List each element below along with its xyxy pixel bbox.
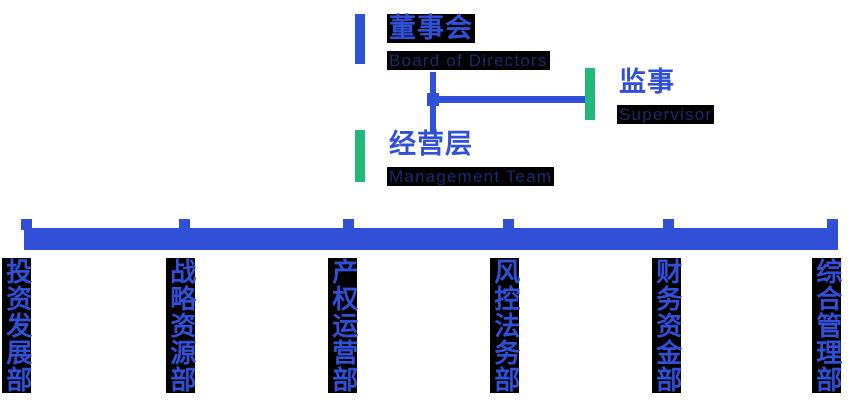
department-label[interactable]: 风控法务部 (489, 258, 520, 393)
department-label[interactable]: 综合管理部 (811, 258, 842, 393)
node-supervisor-title: 监事 (619, 67, 675, 98)
node-board-text: 董事会 Board of Directors (387, 14, 550, 70)
accent-bar-blue (355, 14, 365, 64)
accent-bar-green (585, 68, 595, 120)
node-management-text: 经营层 Management Team (387, 129, 555, 186)
node-board-title: 董事会 (387, 13, 475, 44)
node-management-team[interactable]: 经营层 Management Team (355, 129, 555, 186)
connector-junction-node (427, 93, 439, 106)
node-supervisor[interactable]: 监事 Supervisor (585, 67, 715, 124)
department-connector-stub (21, 219, 32, 230)
department-connector-stub (343, 219, 354, 230)
department-label[interactable]: 投资发展部 (1, 258, 32, 393)
department-bus-bar (24, 228, 838, 250)
node-board-of-directors[interactable]: 董事会 Board of Directors (355, 14, 550, 70)
department-connector-stub (503, 219, 514, 230)
department-connector-stub (179, 219, 190, 230)
node-supervisor-text: 监事 Supervisor (617, 67, 715, 124)
node-management-title: 经营层 (389, 129, 473, 160)
department-connector-stub (827, 219, 838, 230)
department-connector-stub (663, 219, 674, 230)
node-supervisor-subtitle: Supervisor (617, 105, 715, 124)
department-label[interactable]: 产权运营部 (327, 258, 358, 393)
connector-horizontal-to-supervisor (430, 96, 588, 103)
node-board-subtitle: Board of Directors (387, 51, 550, 70)
node-management-subtitle: Management Team (387, 167, 555, 186)
department-label[interactable]: 财务资金部 (651, 258, 682, 393)
accent-bar-green (355, 130, 365, 182)
department-label[interactable]: 战略资源部 (165, 258, 196, 393)
